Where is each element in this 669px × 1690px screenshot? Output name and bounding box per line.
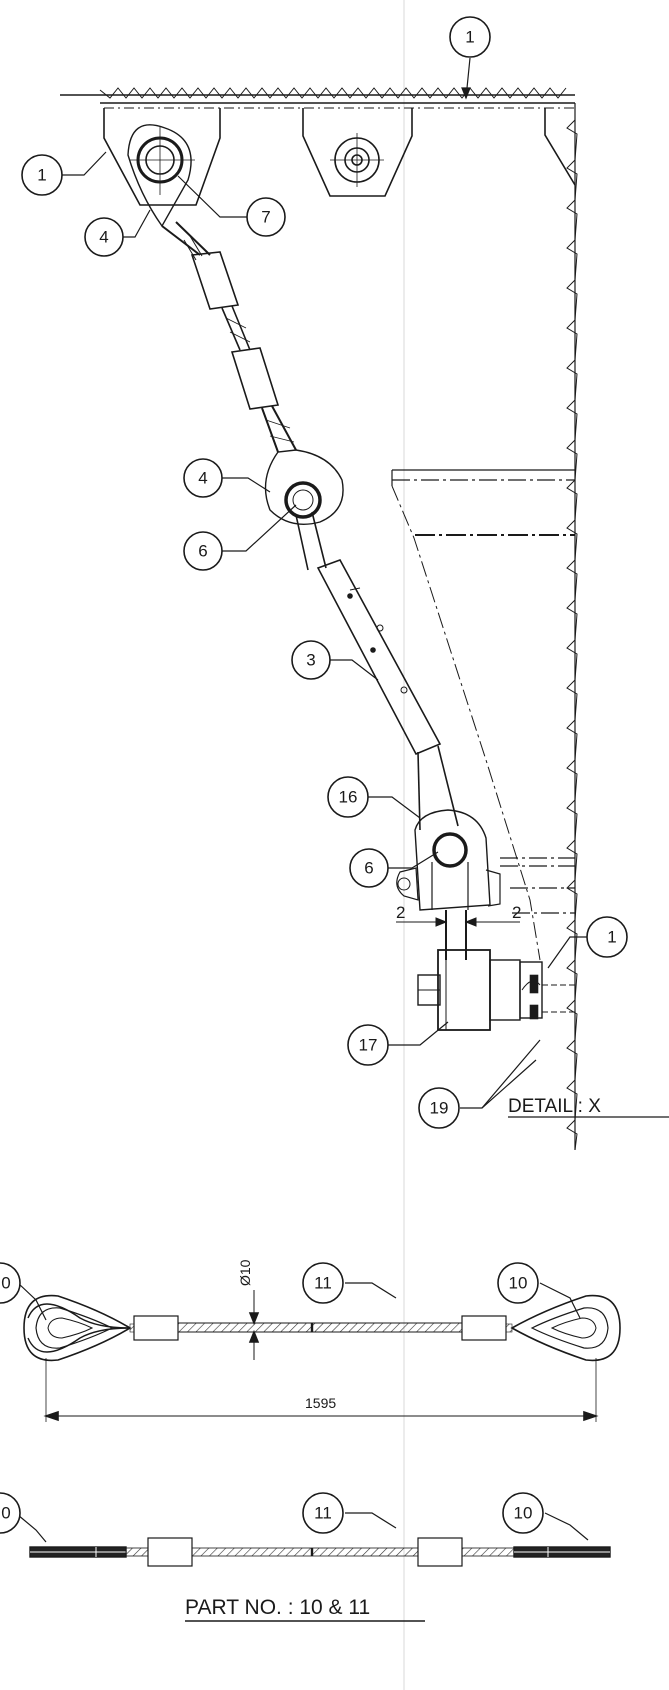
detail-title: DETAIL : X bbox=[508, 1096, 601, 1117]
padeye-right-partial bbox=[544, 108, 576, 186]
padeye-left bbox=[103, 108, 221, 206]
sling-elevation bbox=[23, 1290, 621, 1422]
diameter-dimension: Ø10 bbox=[237, 1259, 253, 1286]
balloon-part-b-10-right: 10 bbox=[514, 1504, 533, 1523]
balloon-4-upper: 4 bbox=[99, 228, 108, 247]
shackle bbox=[396, 809, 501, 960]
stiffener-outline bbox=[391, 469, 575, 961]
balloon-7: 7 bbox=[261, 208, 270, 227]
balloon-part-b-11: 11 bbox=[314, 1504, 332, 1523]
turnbuckle bbox=[295, 511, 459, 831]
part-title: PART NO. : 10 & 11 bbox=[185, 1596, 370, 1619]
balloon-part-a-10-right: 10 bbox=[509, 1274, 528, 1293]
gap-dimension-left: 2 bbox=[396, 903, 405, 922]
wire-rope-upper bbox=[161, 221, 297, 453]
lower-thimble-pin bbox=[264, 449, 344, 525]
balloon-left-1: 1 bbox=[37, 166, 46, 185]
side-wall bbox=[566, 103, 578, 1151]
clamp-assembly bbox=[417, 949, 575, 1031]
padeye-middle bbox=[302, 108, 413, 197]
deck-plate bbox=[60, 87, 575, 109]
balloon-part-b-10-left: 0 bbox=[1, 1504, 10, 1523]
gap-dimension-right: 2 bbox=[512, 903, 521, 922]
leader-lines bbox=[62, 57, 588, 1109]
balloon-19: 19 bbox=[430, 1099, 449, 1118]
balloon-3: 3 bbox=[306, 651, 315, 670]
balloon-17: 17 bbox=[359, 1036, 378, 1055]
gap-dimensions bbox=[396, 917, 520, 927]
balloon-partial-right: 1 bbox=[607, 928, 616, 947]
balloon-part-a-10-left: 0 bbox=[1, 1274, 10, 1293]
overall-length-dimension: 1595 bbox=[305, 1395, 336, 1411]
balloon-top-1: 1 bbox=[465, 28, 474, 47]
balloon-6-upper: 6 bbox=[198, 542, 207, 561]
item-balloons bbox=[0, 16, 628, 1534]
balloon-part-a-11: 11 bbox=[314, 1274, 332, 1293]
part-leaders bbox=[17, 1282, 589, 1543]
sling-plan bbox=[29, 1537, 611, 1567]
balloon-16: 16 bbox=[339, 788, 358, 807]
balloon-4-lower: 4 bbox=[198, 469, 207, 488]
balloon-labels: 1 1 4 7 4 6 3 16 6 17 19 1 0 11 10 0 11 … bbox=[1, 28, 616, 1523]
upper-pin-thimble bbox=[127, 124, 195, 228]
balloon-6-lower: 6 bbox=[364, 859, 373, 878]
detail-x-view bbox=[17, 57, 589, 1543]
